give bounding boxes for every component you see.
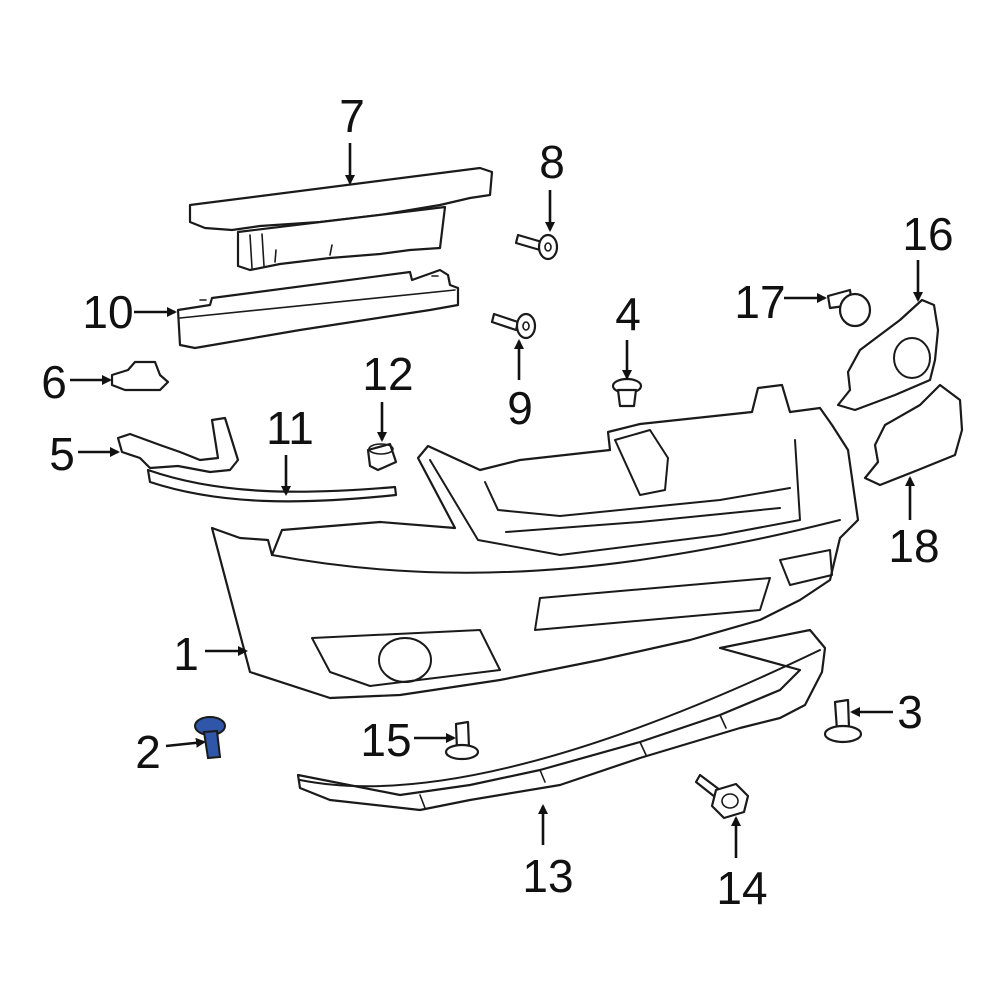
callout-14: 14 [716,862,767,914]
part-3-push-pin [823,698,863,744]
part-10-reinforcement [176,268,460,350]
part-15-push-pin [444,720,480,761]
part-7-upper-absorber [188,166,494,272]
callout-1: 1 [173,628,199,680]
callout-3: 3 [897,686,923,738]
part-2-push-pin-highlighted [194,716,226,760]
callout-6: 6 [41,356,67,408]
callout-18: 18 [888,520,939,572]
callout-15: 15 [360,714,411,766]
callout-12: 12 [362,348,413,400]
part-8-screw [514,233,559,261]
part-5-side-bracket [116,416,240,474]
callout-4: 4 [615,288,641,340]
part-18-bezel-blank [863,383,964,487]
part-14-bolt [694,773,750,820]
callout-5: 5 [49,428,75,480]
callout-9: 9 [507,382,533,434]
arrow-2 [165,737,206,748]
callout-labels: 7 8 10 6 5 11 12 9 4 17 16 18 1 2 3 15 1… [41,90,953,914]
callout-16: 16 [902,208,953,260]
part-11-trim-strip [146,468,398,503]
leader-arrows [70,143,923,858]
part-6-bracket [110,360,170,392]
part-1-bumper-cover [210,383,860,700]
callout-7: 7 [339,90,365,142]
callout-10: 10 [82,286,133,338]
part-4-push-pin [611,377,643,408]
callout-17: 17 [734,276,785,328]
callout-11: 11 [266,402,314,454]
part-12-clip [366,442,398,472]
part-9-screw [490,312,537,340]
part-17-clip [826,288,872,328]
part-13-lower-valance [296,628,827,812]
callout-2: 2 [135,726,161,778]
callout-13: 13 [522,850,573,902]
callout-8: 8 [539,136,565,188]
